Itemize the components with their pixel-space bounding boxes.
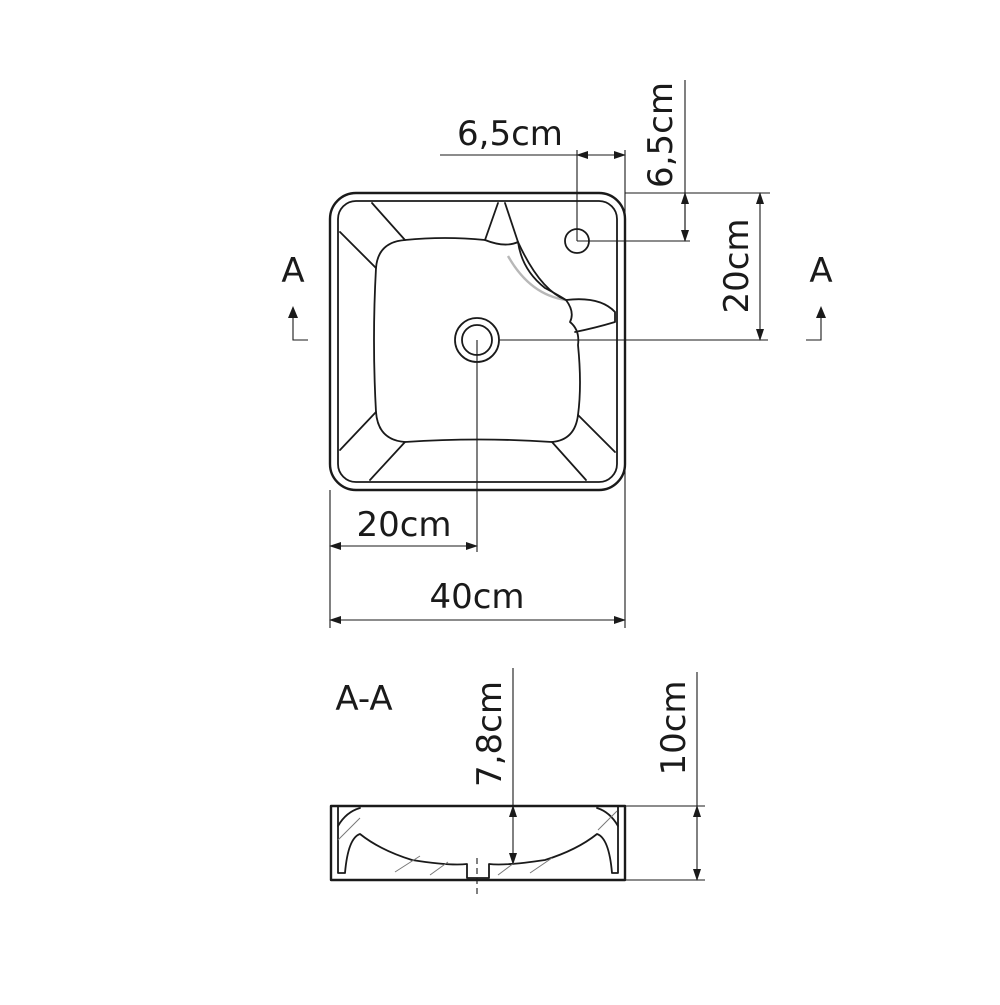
section-outer-body <box>329 804 627 882</box>
section-mark-right: A <box>806 251 833 341</box>
dim-drain-offset-x: 20cm <box>356 505 451 545</box>
dim-drain-offset-y: 20cm <box>717 218 757 313</box>
section-hatching <box>337 810 618 876</box>
dim-tap-offset-y: 6,5cm <box>641 82 681 188</box>
section-label-right: A <box>809 251 832 291</box>
dim-inner-depth: 7,8cm <box>470 681 510 787</box>
section-title: A-A <box>335 679 392 719</box>
section-label-left: A <box>281 251 304 291</box>
dim-tap-offset-x: 6,5cm <box>457 114 563 154</box>
section-bowl-profile <box>337 805 619 879</box>
section-dimensions: 7,8cm 10cm <box>470 668 705 881</box>
dim-total-height: 10cm <box>654 680 694 775</box>
top-dimensions: 6,5cm 6,5cm 20cm 20cm 40cm <box>329 80 770 628</box>
facet-lines <box>339 202 616 481</box>
tap-ledge-edge <box>506 255 567 302</box>
section-mark-left: A <box>281 251 308 341</box>
dim-total-width: 40cm <box>429 577 524 617</box>
tap-ledge-outline <box>517 241 567 301</box>
tap-ledge-front <box>565 298 616 333</box>
